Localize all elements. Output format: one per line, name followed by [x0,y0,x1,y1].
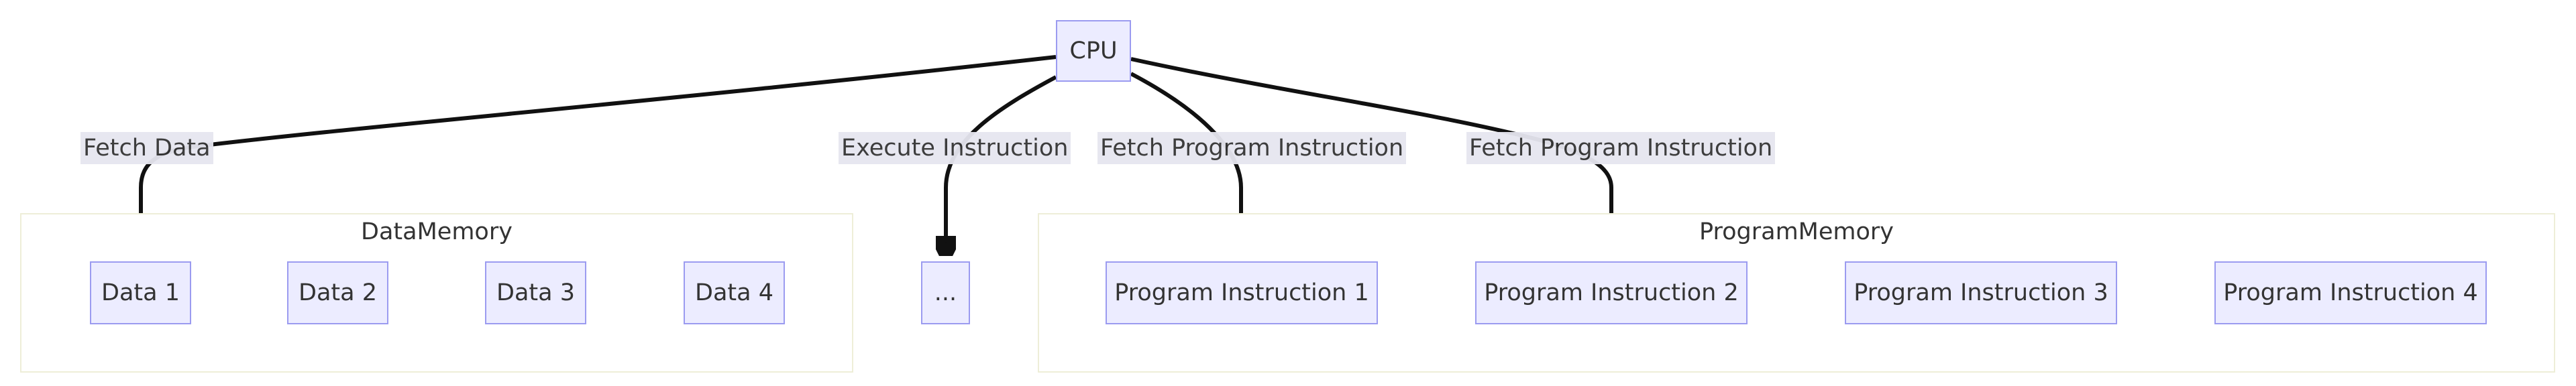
data-1-node[interactable]: Data 1 [90,261,191,324]
program-instruction-1-node[interactable]: Program Instruction 1 [1106,261,1378,324]
data-4-node[interactable]: Data 4 [684,261,785,324]
edge-label-execute-instruction: Execute Instruction [839,132,1071,164]
data-3-node[interactable]: Data 3 [485,261,586,324]
cpu-node[interactable]: CPU [1056,20,1131,82]
edge-label-fetch-data: Fetch Data [80,132,213,164]
edge-label-fetch-program-instruction-2: Fetch Program Instruction [1466,132,1776,164]
edge-cpu-to-ellipsis [946,75,1057,252]
data-memory-title: DataMemory [361,218,513,245]
edge-cpu-to-program-instruction-2 [1130,57,1611,252]
ellipsis-node[interactable]: ... [921,261,970,324]
edge-label-fetch-program-instruction-1: Fetch Program Instruction [1097,132,1407,164]
program-instruction-4-node[interactable]: Program Instruction 4 [2214,261,2487,324]
program-instruction-3-node[interactable]: Program Instruction 3 [1845,261,2117,324]
program-memory-title: ProgramMemory [1699,218,1894,245]
data-2-node[interactable]: Data 2 [287,261,388,324]
program-instruction-2-node[interactable]: Program Instruction 2 [1475,261,1748,324]
